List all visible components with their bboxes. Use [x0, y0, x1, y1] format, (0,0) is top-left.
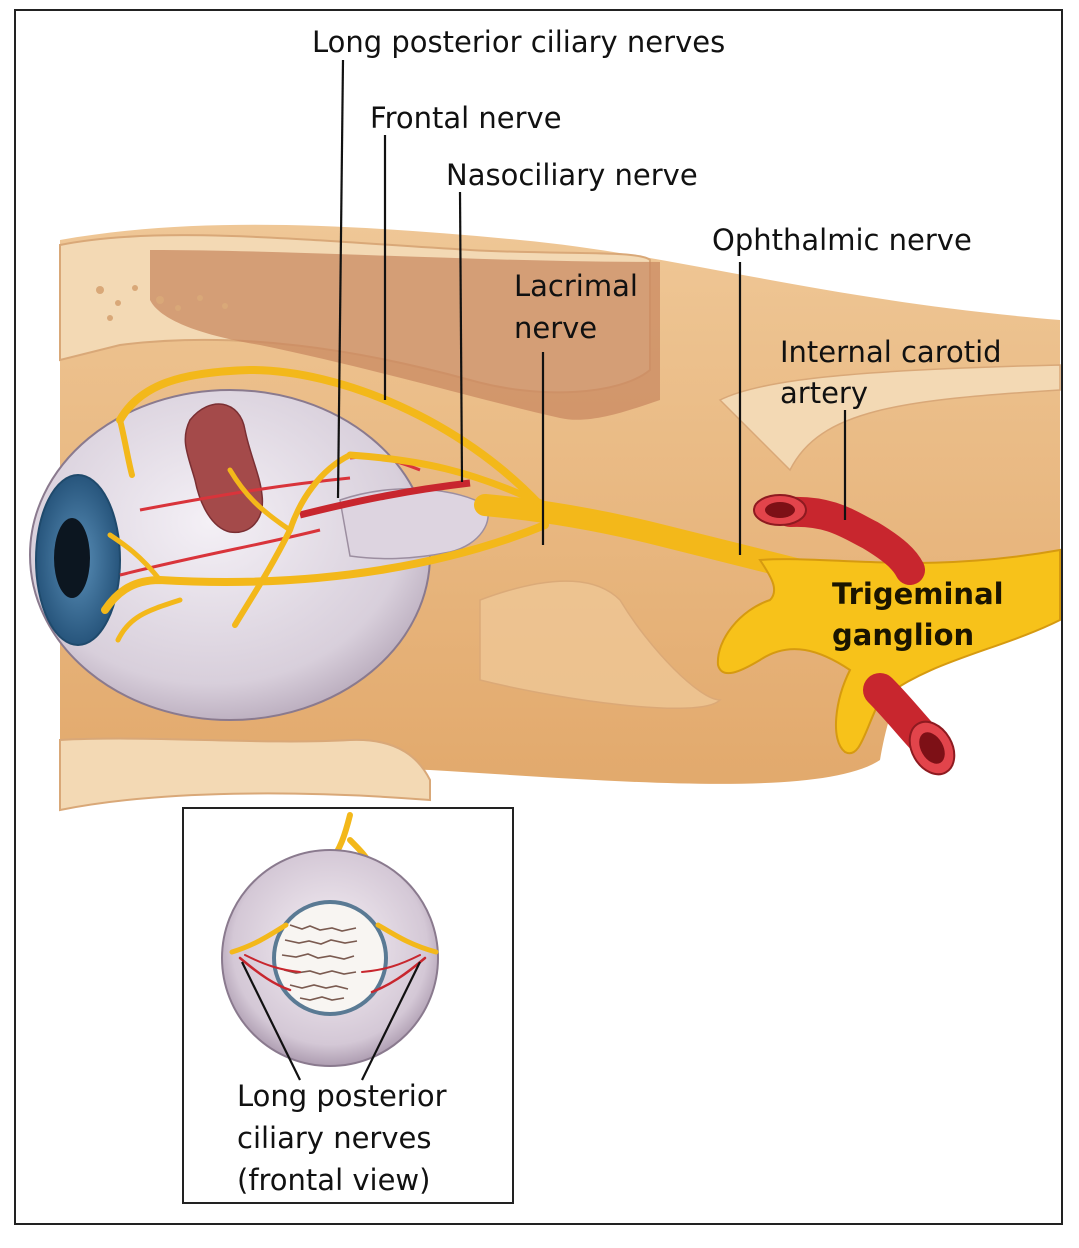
inset-caption-line2: ciliary nerves [237, 1121, 431, 1155]
label-nasociliary-nerve: Nasociliary nerve [446, 158, 698, 192]
lacrimal-gland [184, 403, 264, 534]
pupil [54, 518, 90, 598]
ophthalmic-artery [299, 479, 471, 519]
inset-frontal-view: Long posterior ciliary nerves (frontal v… [182, 807, 514, 1204]
label-trigeminal-ganglion-line2: ganglion [832, 618, 974, 652]
inset-caption-line3: (frontal view) [237, 1163, 430, 1197]
label-lacrimal-nerve-line2: nerve [514, 311, 597, 345]
label-long-posterior-ciliary-nerves: Long posterior ciliary nerves [312, 25, 725, 59]
inset-ciliary-nerves [229, 922, 439, 994]
superior-muscle [150, 250, 660, 420]
lower-bone-edge [479, 580, 722, 710]
label-ophthalmic-nerve: Ophthalmic nerve [712, 223, 972, 257]
trigeminal-ganglion [716, 548, 1061, 755]
inset-cornea [272, 900, 388, 1016]
inset-caption-line1: Long posterior [237, 1079, 447, 1113]
orbital-floor-bone [59, 737, 431, 812]
label-internal-carotid-line1: Internal carotid [780, 335, 1002, 369]
label-internal-carotid-line2: artery [780, 376, 868, 410]
leader-lines [336, 59, 847, 555]
internal-carotid-artery [753, 494, 956, 776]
bone-speckles [96, 285, 228, 321]
label-frontal-nerve: Frontal nerve [370, 101, 562, 135]
inset-iris-vessels [281, 924, 358, 1001]
dural-fold [718, 364, 1061, 472]
label-trigeminal-ganglion-line1: Trigeminal [832, 577, 1004, 611]
label-lacrimal-nerve-line1: Lacrimal [514, 269, 638, 303]
